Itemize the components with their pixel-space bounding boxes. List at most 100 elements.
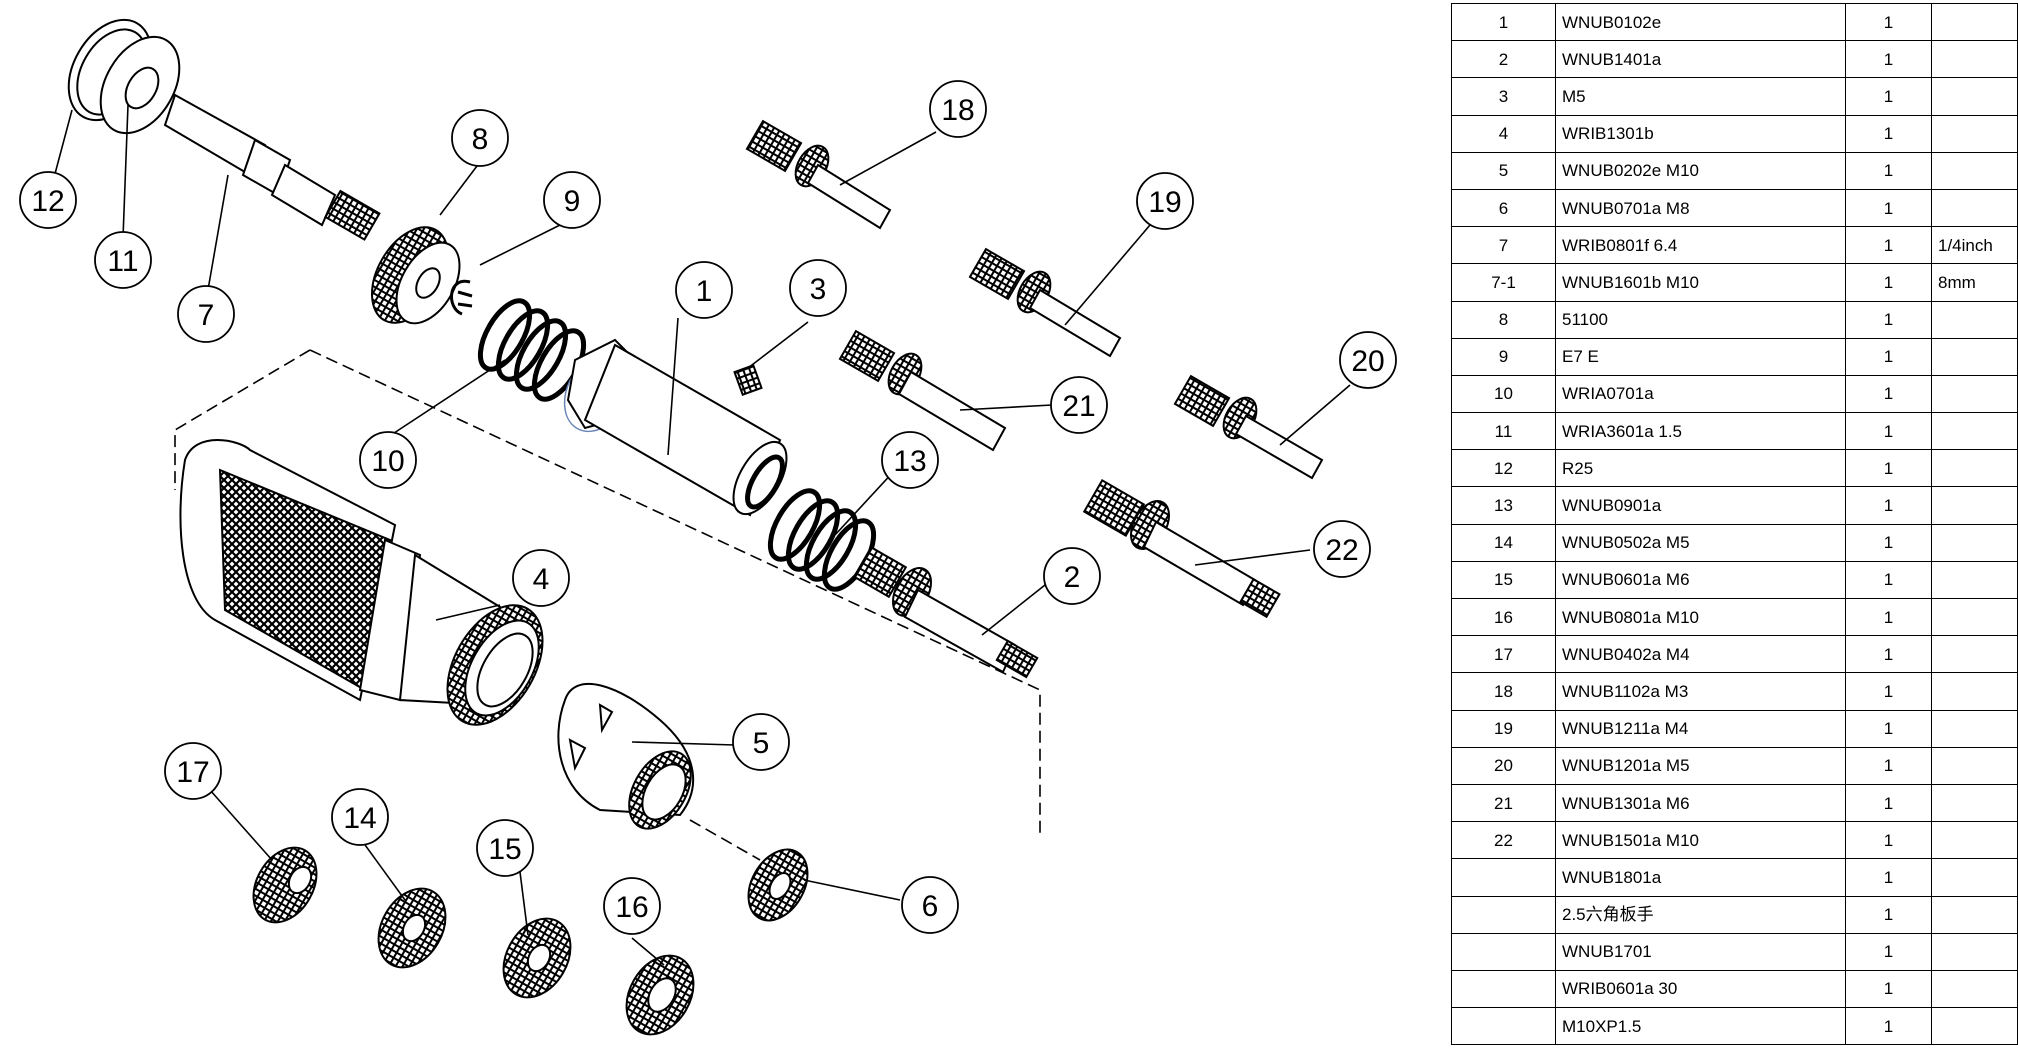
remark-cell bbox=[1931, 188, 2018, 228]
part-22-bit bbox=[1082, 479, 1281, 619]
part-13-spring bbox=[767, 488, 877, 592]
remark-cell bbox=[1931, 783, 2018, 823]
callout-22: 22 bbox=[1313, 520, 1371, 578]
part-7-shaft bbox=[163, 93, 381, 241]
part-code-cell: WNUB1801a bbox=[1555, 858, 1846, 897]
part-number-cell: 18 bbox=[1451, 672, 1556, 711]
remark-cell bbox=[1931, 746, 2018, 785]
part-15-nut bbox=[502, 917, 572, 999]
remark-cell bbox=[1931, 821, 2018, 860]
callout-3: 3 bbox=[789, 259, 847, 317]
quantity-cell: 1 bbox=[1845, 151, 1932, 190]
quantity-cell: 1 bbox=[1845, 40, 1932, 79]
quantity-cell: 1 bbox=[1845, 263, 1932, 302]
exploded-assembly-drawing: 1 2 3 4 5 6 7 8 9 10 11 12 13 14 15 16 1… bbox=[19, 18, 1397, 1036]
remark-cell bbox=[1931, 709, 2018, 748]
svg-text:18: 18 bbox=[941, 94, 974, 127]
svg-text:22: 22 bbox=[1325, 534, 1358, 567]
remark-cell bbox=[1931, 77, 2018, 116]
part-number-cell: 20 bbox=[1451, 746, 1556, 785]
part-number-cell: 3 bbox=[1451, 77, 1556, 116]
part-number-cell: 2 bbox=[1451, 40, 1556, 79]
part-number-cell bbox=[1451, 1007, 1556, 1046]
part-8-bearing bbox=[371, 226, 461, 325]
callout-6: 6 bbox=[901, 876, 959, 934]
part-code-cell: E7 E bbox=[1555, 337, 1846, 376]
quantity-cell: 1 bbox=[1845, 709, 1932, 748]
part-number-cell: 17 bbox=[1451, 635, 1556, 674]
part-2-bit-shaft bbox=[852, 545, 1039, 679]
svg-text:3: 3 bbox=[810, 273, 827, 306]
quantity-cell: 1 bbox=[1845, 895, 1932, 934]
part-16-nut bbox=[625, 954, 695, 1036]
part-number-cell bbox=[1451, 932, 1556, 971]
callout-5: 5 bbox=[732, 713, 790, 771]
svg-text:16: 16 bbox=[615, 891, 648, 924]
part-6-nut bbox=[747, 848, 809, 922]
part-code-cell: WNUB0901a bbox=[1555, 486, 1846, 525]
part-code-cell: WNUB1301a M6 bbox=[1555, 783, 1846, 823]
part-number-cell bbox=[1451, 969, 1556, 1009]
part-code-cell: M5 bbox=[1555, 77, 1846, 116]
part-number-cell: 6 bbox=[1451, 188, 1556, 228]
svg-text:4: 4 bbox=[533, 563, 550, 596]
callout-10: 10 bbox=[359, 431, 417, 489]
callout-13: 13 bbox=[881, 431, 939, 489]
part-11-washer bbox=[99, 35, 181, 135]
quantity-cell: 1 bbox=[1845, 672, 1932, 711]
svg-text:14: 14 bbox=[343, 802, 376, 835]
svg-text:2: 2 bbox=[1064, 561, 1081, 594]
part-code-cell: WRIA0701a bbox=[1555, 374, 1846, 414]
part-code-cell: 2.5六角板手 bbox=[1555, 895, 1846, 934]
svg-text:20: 20 bbox=[1351, 345, 1384, 378]
part-number-cell: 10 bbox=[1451, 374, 1556, 414]
svg-text:15: 15 bbox=[488, 833, 521, 866]
svg-text:17: 17 bbox=[176, 756, 209, 789]
part-number-cell: 22 bbox=[1451, 821, 1556, 860]
callout-17: 17 bbox=[164, 742, 222, 800]
remark-cell bbox=[1931, 858, 2018, 897]
callout-15: 15 bbox=[476, 819, 534, 877]
part-code-cell: M10XP1.5 bbox=[1555, 1007, 1846, 1046]
remark-cell: 1/4inch bbox=[1931, 226, 2018, 265]
part-number-cell: 4 bbox=[1451, 114, 1556, 153]
part-code-cell: WRIB0801f 6.4 bbox=[1555, 226, 1846, 265]
svg-text:7: 7 bbox=[198, 299, 215, 332]
part-number-cell: 19 bbox=[1451, 709, 1556, 748]
remark-cell bbox=[1931, 374, 2018, 414]
part-17-nut bbox=[252, 846, 318, 924]
remark-cell: 8mm bbox=[1931, 263, 2018, 302]
remark-cell bbox=[1931, 895, 2018, 934]
callout-balloons: 1 2 3 4 5 6 7 8 9 10 11 12 13 14 15 16 1… bbox=[19, 80, 1397, 935]
remark-cell bbox=[1931, 114, 2018, 153]
part-18-bit bbox=[745, 119, 892, 230]
part-number-cell bbox=[1451, 895, 1556, 934]
callout-4: 4 bbox=[512, 549, 570, 607]
part-code-cell: WNUB0102e bbox=[1555, 2, 1846, 42]
quantity-cell: 1 bbox=[1845, 300, 1932, 339]
remark-cell bbox=[1931, 597, 2018, 637]
part-number-cell bbox=[1451, 858, 1556, 897]
part-code-cell: WNUB0601a M6 bbox=[1555, 560, 1846, 600]
remark-cell bbox=[1931, 635, 2018, 674]
remark-cell bbox=[1931, 300, 2018, 339]
part-code-cell: WNUB1211a M4 bbox=[1555, 709, 1846, 748]
remark-cell bbox=[1931, 560, 2018, 600]
part-number-cell: 16 bbox=[1451, 597, 1556, 637]
remark-cell bbox=[1931, 40, 2018, 79]
part-3-set-screw bbox=[733, 364, 763, 396]
part-number-cell: 12 bbox=[1451, 449, 1556, 488]
quantity-cell: 1 bbox=[1845, 932, 1932, 971]
svg-text:6: 6 bbox=[922, 890, 939, 923]
